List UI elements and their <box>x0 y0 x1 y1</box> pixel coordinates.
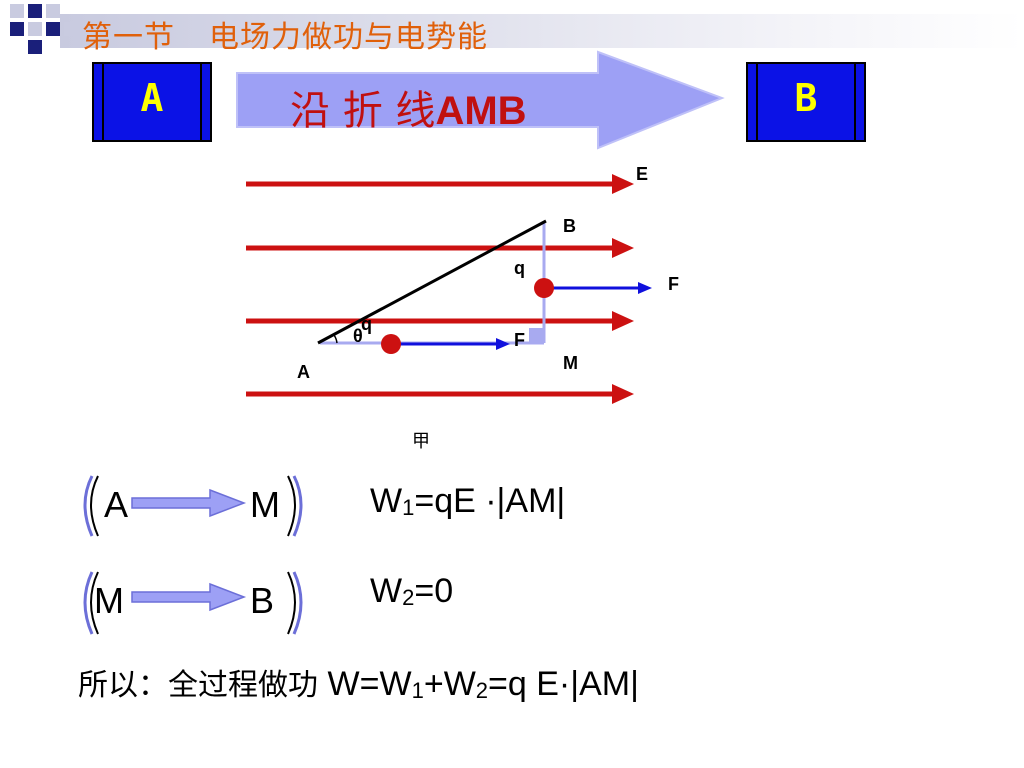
label-b: B <box>563 216 576 236</box>
work-expr: =0 <box>414 572 454 610</box>
conclusion: 所以：全过程做功 W=W1+W2=q E·|AM| <box>78 660 639 704</box>
paren-left <box>90 571 99 635</box>
paren-left <box>90 475 99 537</box>
header-bar <box>60 14 1024 48</box>
step1-from: A <box>104 484 129 525</box>
paren-right <box>287 571 296 635</box>
label-e: E <box>636 164 649 184</box>
paren-right <box>287 475 296 537</box>
work-w: W <box>370 572 403 610</box>
label-theta: θ <box>353 326 363 346</box>
force-arrowhead <box>638 282 652 294</box>
paren-left-shadow <box>83 475 94 537</box>
charge-q-top <box>534 278 554 298</box>
segment-ab <box>317 219 547 345</box>
path-label-en: AMB <box>435 89 527 133</box>
box-b: B <box>746 62 866 142</box>
step-arrow-mb <box>131 582 247 612</box>
charge-q-bottom <box>381 334 401 354</box>
step2-to: B <box>250 580 275 621</box>
path-label: 沿 折 线AMB <box>290 78 527 136</box>
title-section: 第一节 <box>82 20 175 55</box>
paren-left-shadow <box>83 571 94 635</box>
label-q-bottom: q <box>361 314 372 334</box>
field-arrowhead <box>612 384 634 404</box>
cf-s2: 2 <box>475 678 489 703</box>
cf-rest: =q E·|AM| <box>488 665 639 703</box>
field-diagram <box>246 174 652 404</box>
box-a: A <box>92 62 212 142</box>
step1-work: W1=qE ·|AM| <box>370 482 565 521</box>
cf-plus: +W <box>423 665 476 703</box>
paren-right-shadow <box>292 475 303 537</box>
work-sub: 2 <box>402 585 415 610</box>
paren-right-shadow <box>292 571 303 635</box>
work-expr: =qE ·|AM| <box>414 482 566 520</box>
step2-from: M <box>94 580 124 621</box>
step2-work: W2=0 <box>370 572 453 611</box>
figure-caption: 甲 <box>412 431 430 452</box>
box-b-label: B <box>794 76 818 120</box>
path-label-cn: 沿 折 线 <box>290 88 436 134</box>
label-a: A <box>297 362 310 382</box>
conclusion-formula: W=W1+W2=q E·|AM| <box>328 665 639 703</box>
work-sub: 1 <box>402 495 415 520</box>
cf-s1: 1 <box>411 678 424 703</box>
header-squares-icon <box>10 4 78 54</box>
page-title: 第一节电场力做功与电势能 <box>82 12 488 56</box>
cf-w: W=W <box>327 665 412 703</box>
field-arrowhead <box>612 311 634 331</box>
step1-to: M <box>250 484 280 525</box>
step-arrows <box>83 475 303 635</box>
work-w: W <box>370 482 403 520</box>
label-f-bottom: F <box>514 330 525 350</box>
field-arrowhead <box>612 238 634 258</box>
box-a-label: A <box>140 76 164 120</box>
right-angle-mark <box>529 328 544 343</box>
label-f-top: F <box>668 274 679 294</box>
force-arrowhead <box>496 338 510 350</box>
field-lines <box>246 174 634 404</box>
angle-arc <box>333 334 338 344</box>
conclusion-cn: 所以：全过程做功 <box>78 668 318 703</box>
field-arrowhead <box>612 174 634 194</box>
step-arrow-am <box>131 488 247 518</box>
label-m: M <box>563 353 578 373</box>
path-arrow <box>236 50 725 150</box>
title-topic: 电场力做功与电势能 <box>209 20 488 55</box>
label-q-top: q <box>514 258 525 278</box>
